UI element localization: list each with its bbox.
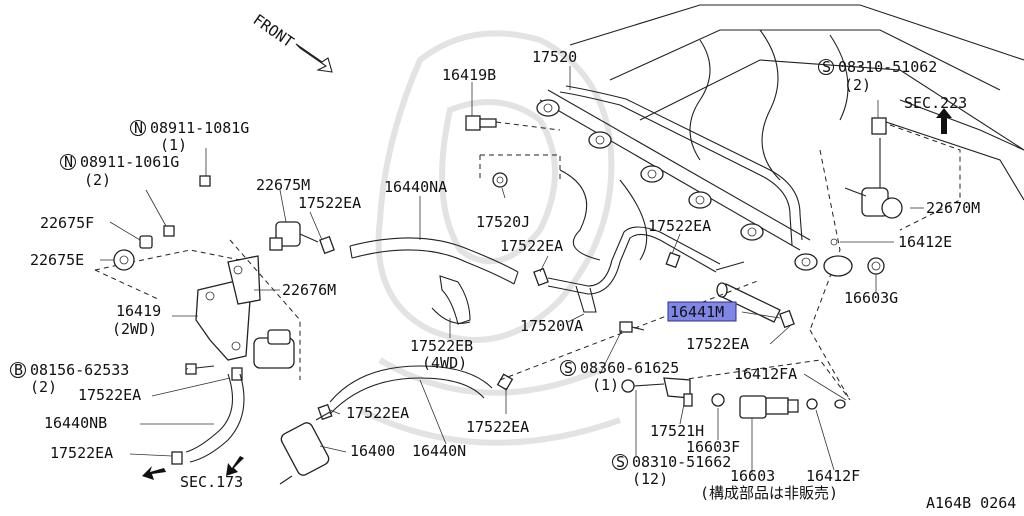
fuel-hose-16440NA: [349, 237, 519, 285]
label-08310-51062: 08310-51062: [838, 58, 937, 76]
label-16441M: 16441M: [670, 303, 724, 321]
label-16441M-highlighted: 16441M: [667, 301, 737, 322]
label-17522EA-b: 17522EA: [500, 237, 563, 255]
bracket-17522EB: [431, 275, 471, 325]
screw-08360-61625: [619, 321, 645, 333]
label-16603G: 16603G: [844, 289, 898, 307]
qty-08156-62533: (2): [30, 378, 57, 396]
label-17522EA-f: 17522EA: [346, 404, 409, 422]
label-08911-1061G: 08911-1061G: [80, 153, 179, 171]
intake-manifold: [559, 4, 1024, 261]
label-16419-note: (2WD): [112, 320, 157, 338]
label-17521H: 17521H: [650, 422, 704, 440]
label-08360-61625: 08360-61625: [580, 359, 679, 377]
label-22675F: 22675F: [40, 214, 94, 232]
fuel-rail-17520: [536, 85, 818, 271]
prefix-s-mark: S: [822, 58, 831, 76]
label-22675E: 22675E: [30, 251, 84, 269]
watermark-emblem: [358, 30, 622, 446]
arrow-sec173: [142, 456, 244, 480]
label-22676M: 22676M: [282, 281, 336, 299]
label-17522EA-a: 17522EA: [298, 194, 361, 212]
callout-08156-62533: B 08156-62533 (2): [9, 361, 129, 396]
label-08911-1081G: 08911-1081G: [150, 119, 249, 137]
nut-08911-1081G: [199, 175, 211, 187]
label-08310-51662: 08310-51662: [632, 453, 731, 471]
label-17522EA-e: 17522EA: [78, 386, 141, 404]
callout-08310-51662: S 08310-51662 (12): [611, 453, 731, 488]
prefix-s-mark: S: [564, 359, 573, 377]
qty-08310-51662: (12): [632, 470, 668, 488]
fuel-tube-17520VA: [547, 226, 721, 313]
label-16440NB: 16440NB: [44, 414, 107, 432]
label-16419B: 16419B: [442, 66, 496, 84]
qty-08911-1081G: (1): [160, 136, 187, 154]
label-17522EA-c: 17522EA: [648, 217, 711, 235]
bushing-22675E: [113, 249, 135, 271]
hose-clamps: [171, 235, 795, 465]
pressure-regulator-22670M: [844, 117, 903, 219]
label-sec173: SEC.173: [180, 473, 243, 491]
callout-08360-61625: S 08360-61625 (1): [559, 359, 679, 394]
bolt-08156-62533: [185, 363, 215, 375]
label-08156-62533: 08156-62533: [30, 361, 129, 379]
fuel-damper-16441M: [715, 261, 781, 323]
front-arrow: FRONT: [250, 11, 333, 73]
injector-16603: [711, 393, 846, 419]
qty-08911-1061G: (2): [84, 171, 111, 189]
label-22670M: 22670M: [926, 199, 980, 217]
qty-08360-61625: (1): [592, 376, 619, 394]
label-16440N: 16440N: [412, 442, 466, 460]
label-17520J: 17520J: [476, 213, 530, 231]
valve-22675M: [269, 221, 319, 251]
label-17520VA: 17520VA: [520, 317, 583, 335]
callout-08310-51062: S 08310-51062 (2): [817, 58, 937, 94]
label-figure-id: A164B 0264: [926, 494, 1016, 511]
label-16419: 16419: [116, 302, 161, 320]
label-16440NA: 16440NA: [384, 178, 447, 196]
prefix-n-mark: N: [64, 153, 73, 171]
part-labels: 17520 16419B S 08310-51062 (2) SEC.223 N…: [9, 48, 1016, 512]
label-16603F: 16603F: [686, 438, 740, 456]
bracket-17521H: [621, 377, 693, 407]
bolt-16419B: [465, 115, 561, 131]
label-17522EA-d: 17522EA: [686, 335, 749, 353]
label-16400: 16400: [350, 442, 395, 460]
label-17522EA-g: 17522EA: [466, 418, 529, 436]
front-label: FRONT: [250, 11, 297, 52]
grommet-17520J: [479, 154, 561, 188]
label-sec223: SEC.223: [904, 94, 967, 112]
label-16412FA: 16412FA: [734, 365, 797, 383]
label-17520: 17520: [532, 48, 577, 66]
prefix-b-mark: B: [14, 361, 23, 379]
label-note-jp: (構成部品は非販売): [700, 484, 838, 502]
label-17522EB: 17522EB: [410, 337, 473, 355]
prefix-s-mark: S: [616, 453, 625, 471]
qty-08310-51062: (2): [844, 76, 871, 94]
leader-lines: [100, 66, 924, 474]
prefix-n-mark: N: [134, 119, 143, 137]
callout-08911-1081G: N 08911-1081G (1): [129, 119, 249, 154]
callout-08911-1061G: N 08911-1061G (2): [59, 153, 179, 189]
label-16603: 16603: [730, 467, 775, 485]
fuel-filter-16400: [279, 411, 331, 485]
nut-08911-1061G: [163, 225, 175, 237]
valve-22676M: [94, 239, 301, 380]
label-16412F: 16412F: [806, 467, 860, 485]
arrow-sec223: [936, 108, 952, 134]
label-17522EB-note: (4WD): [422, 354, 467, 372]
injector-boss: [536, 99, 818, 271]
label-22675M: 22675M: [256, 176, 310, 194]
bracket-16419: [195, 255, 261, 361]
nut-22675F: [139, 235, 153, 249]
fuel-hose-16440NB: [185, 373, 245, 463]
fuel-hose-16440N: [329, 365, 493, 415]
label-17522EA-h: 17522EA: [50, 444, 113, 462]
label-16412E: 16412E: [898, 233, 952, 251]
insulator-16603G: [823, 238, 885, 277]
